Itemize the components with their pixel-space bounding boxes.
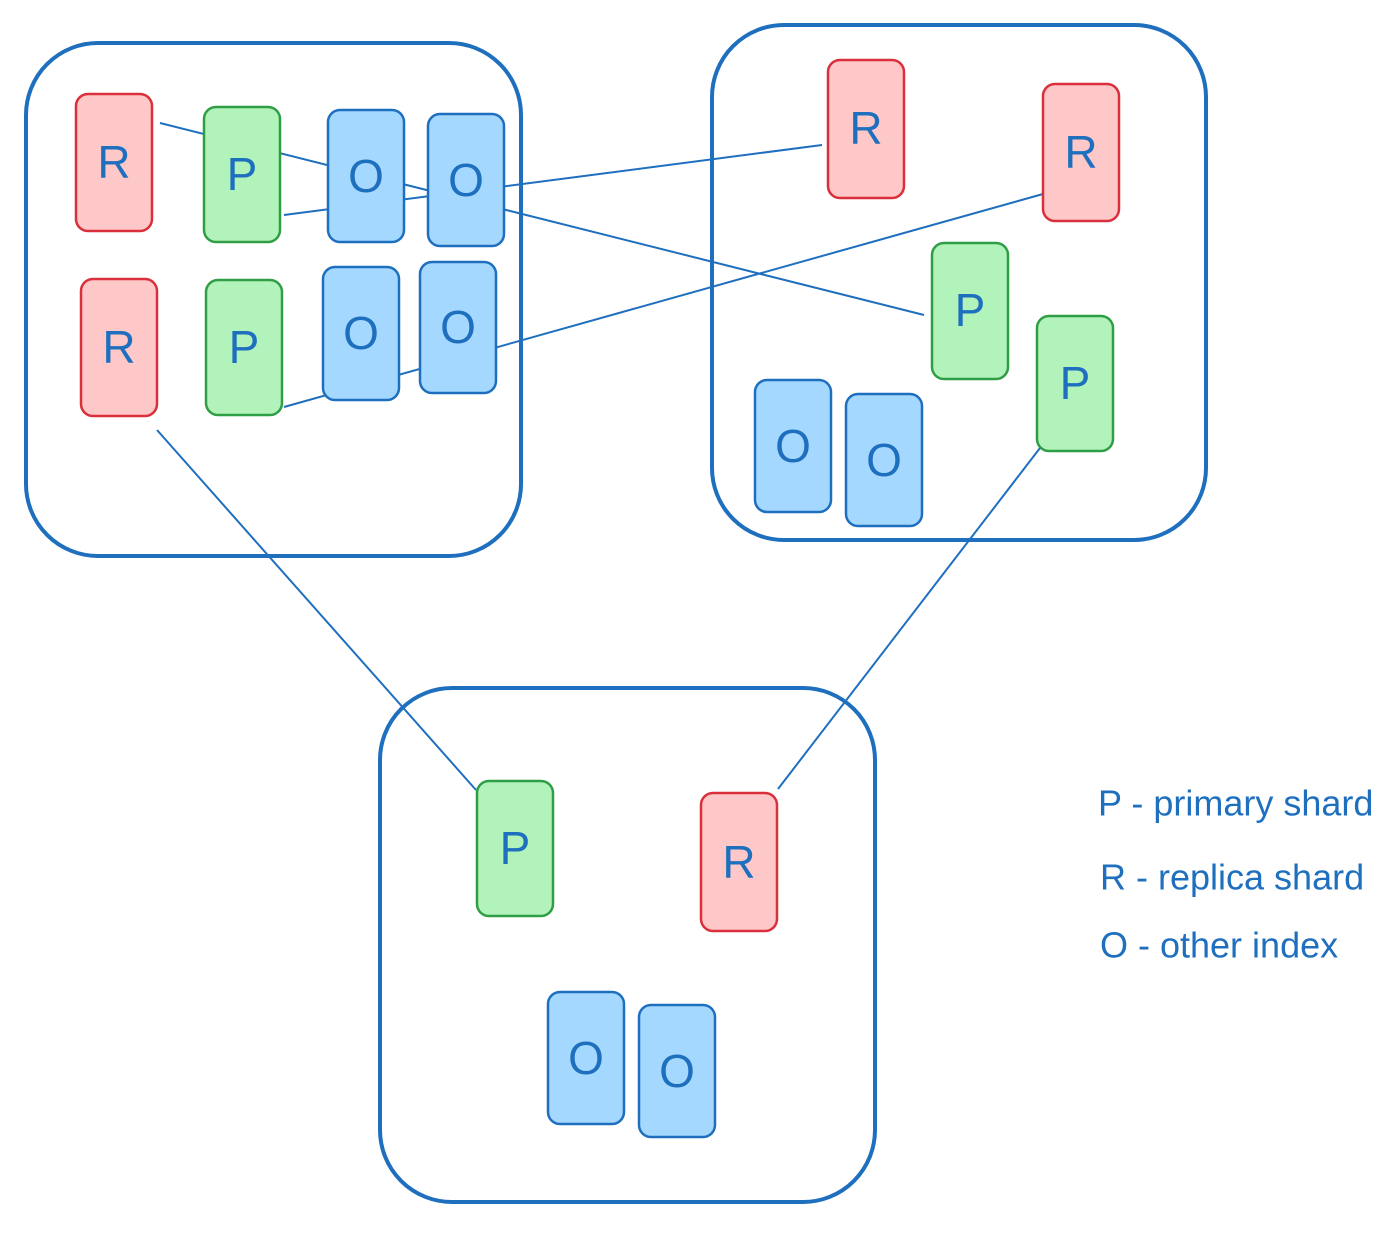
replica-shard: R [826,58,906,200]
other-index-shard: O [426,112,506,248]
primary-shard: P [475,779,555,918]
shard-label: P [955,284,986,336]
legend-replica: R - replica shard [1100,857,1364,898]
node-top-right [710,23,1208,542]
node-top-right-shards: R R P P O O [753,58,1121,528]
node-top-left-shards: R P O O R P O O [74,92,506,418]
link-tl-r2-to-b-p1 [156,429,477,791]
shard-label: R [102,321,135,373]
shard-label: R [849,102,882,154]
other-index-shard: O [326,108,406,244]
other-index-shard: O [637,1003,717,1139]
node-bottom [378,686,877,1204]
primary-shard: P [1035,314,1115,453]
link-tr-p2-to-b-r1 [777,447,1041,790]
legend-primary: P - primary shard [1098,783,1373,824]
primary-shard: P [204,278,284,417]
shard-label: O [343,307,379,359]
legend-other: O - other index [1100,925,1338,966]
legend: P - primary shard R - replica shard O - … [1098,783,1373,966]
shard-label: P [229,321,260,373]
shard-label: O [348,150,384,202]
other-index-shard: O [844,392,924,528]
replica-shard: R [74,92,154,233]
other-index-shard: O [418,260,498,395]
replica-shard: R [79,277,159,418]
shard-label: R [722,836,755,888]
shard-label: O [775,420,811,472]
shard-label: P [227,148,258,200]
replica-shard: R [1041,82,1121,223]
cluster-nodes [24,23,1208,1204]
shard-label: R [1064,126,1097,178]
shard-label: O [866,434,902,486]
node-top-left [24,41,523,558]
shard-label: O [440,301,476,353]
shard-label: P [500,822,531,874]
primary-shard: P [930,241,1010,381]
shard-label: O [568,1032,604,1084]
primary-shard: P [202,105,282,244]
shard-label: O [659,1045,695,1097]
other-index-shard: O [321,265,401,402]
other-index-shard: O [753,378,833,514]
link-tl-p2-to-tr-r2 [283,193,1044,408]
other-index-shard: O [546,990,626,1126]
replica-shard: R [699,791,779,933]
link-tl-r1-to-tr-p1 [159,122,925,316]
shard-label: P [1060,357,1091,409]
node-bottom-shards: P R O O [475,779,779,1139]
shard-label: O [448,154,484,206]
shard-label: R [97,136,130,188]
